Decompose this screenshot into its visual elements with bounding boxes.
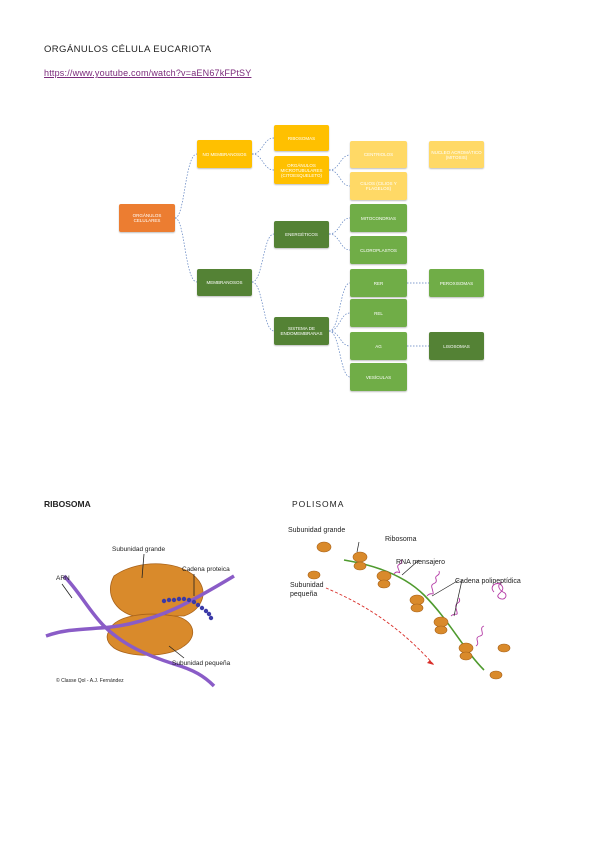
label-arn: ARN	[56, 575, 70, 582]
node-peroxisomas: PEROXISOMAS	[429, 269, 484, 297]
node-ag: AG	[350, 332, 407, 360]
credit-text: © Classe Qol - A.J. Fernández	[56, 678, 124, 684]
youtube-link[interactable]: https://www.youtube.com/watch?v=aEN67kFP…	[44, 68, 252, 78]
ribosoma-heading: RIBOSOMA	[44, 499, 91, 509]
polisoma-illustration	[307, 541, 511, 680]
ribosoma-illustration	[45, 553, 235, 688]
node-cilios-flagelos: CILIOS (CILIOS Y FLAGELOS)	[350, 172, 407, 200]
node-rel: REL	[350, 299, 407, 327]
polisoma-label-subunidad: Subunidad	[290, 582, 324, 589]
document-title: ORGÁNULOS CÉLULA EUCARIOTA	[44, 44, 212, 55]
node-vesiculas: VESÍCULAS	[350, 363, 407, 391]
node-rer: RER	[350, 269, 407, 297]
concept-map-connectors	[174, 137, 429, 378]
node-mitocondrias: MITOCONDRIAS	[350, 204, 407, 232]
node-cloroplastos: CLOROPLASTOS	[350, 236, 407, 264]
polisoma-heading: POLISOMA	[292, 499, 345, 509]
node-centriolos: CENTRIOLOS	[350, 141, 407, 168]
polisoma-label-cadena: Cadena polipeptídica	[455, 578, 521, 585]
polisoma-label-subunidad-grande: Subunidad grande	[288, 527, 346, 534]
polisoma-label-arnm: RNA mensajero	[396, 559, 446, 566]
node-nucleo-acromatico: NUCLEO ACROMÁTICO (Mitosis)	[429, 141, 484, 168]
node-organulos-microtubulares: ORGÁNULOS MICROTUBULARES (CITOESQUELETO)	[274, 156, 329, 184]
node-energeticos: ENERGÉTICOS	[274, 221, 329, 248]
node-lisosomas: LISOSOMAS	[429, 332, 484, 360]
node-organulos-celulares: ORGÁNULOS CELULARES	[119, 204, 175, 232]
label-subunidad-grande: Subunidad grande	[112, 546, 166, 553]
polisoma-label-pequena: pequeña	[290, 591, 318, 598]
node-membranosos: MEMBRANOSOS	[197, 269, 252, 296]
polisoma-label-ribosoma: Ribosoma	[385, 536, 417, 543]
label-cadena-proteica: Cadena proteica	[182, 566, 230, 573]
node-sistema-endomembranas: SISTEMA DE ENDOMEMBRANAS	[274, 317, 329, 345]
label-subunidad-pequena: Subunidad pequeña	[172, 660, 231, 667]
protein-chain-beads	[161, 596, 214, 621]
node-ribosomas: RIBOSOMAS	[274, 125, 329, 151]
node-no-membranosos: NO MEMBRANOSOS	[197, 140, 252, 168]
